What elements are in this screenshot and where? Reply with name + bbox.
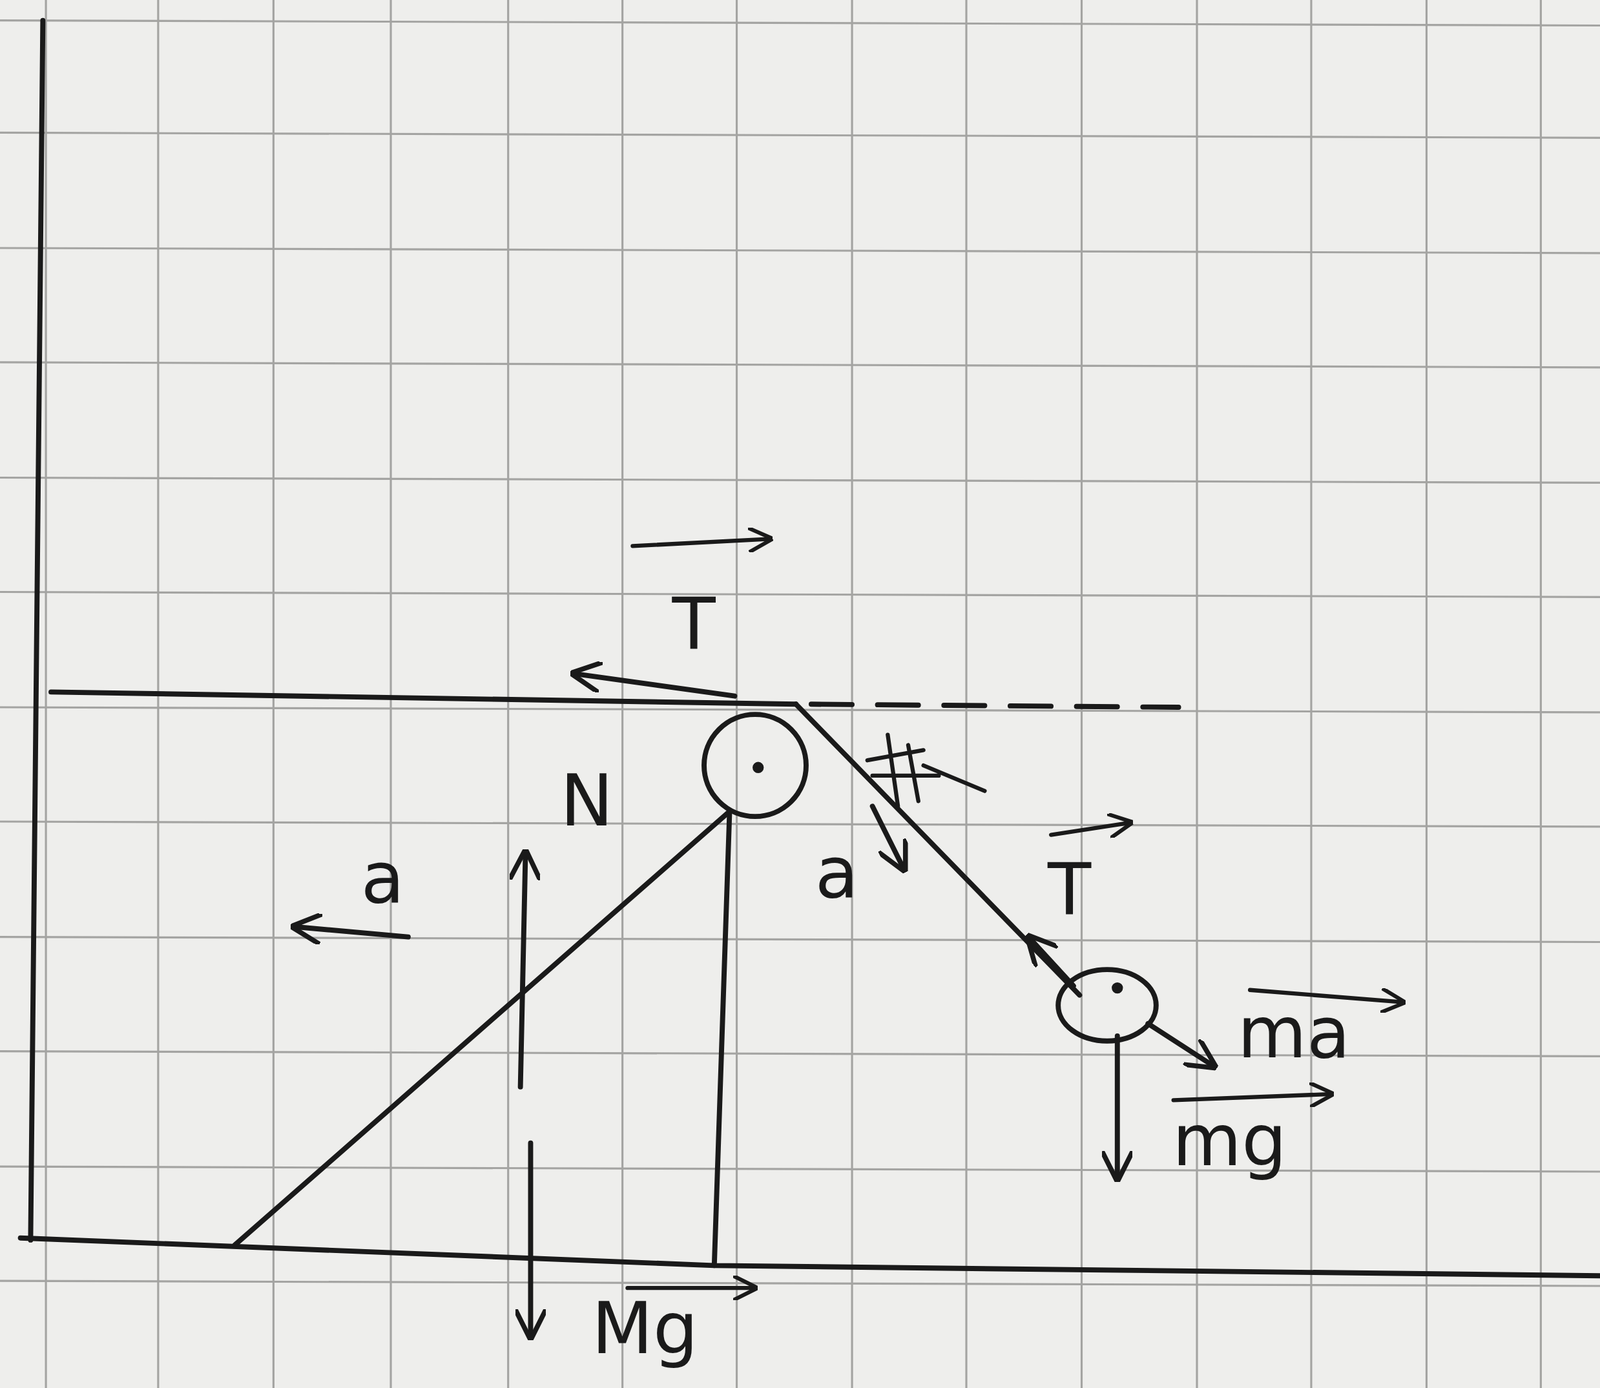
- force-label: ma: [1237, 997, 1351, 1069]
- setup-drawing: [20, 20, 1600, 1277]
- force-label: T: [672, 589, 716, 661]
- force-label: N: [560, 765, 613, 837]
- force-label: mg: [1172, 1105, 1287, 1177]
- force-label: T: [1047, 854, 1091, 926]
- force-arrows: [293, 673, 1215, 1338]
- force-label: a: [815, 837, 859, 909]
- force-label: Mg: [591, 1293, 699, 1365]
- vector-marks: [627, 538, 1404, 1289]
- force-label: a: [361, 842, 405, 914]
